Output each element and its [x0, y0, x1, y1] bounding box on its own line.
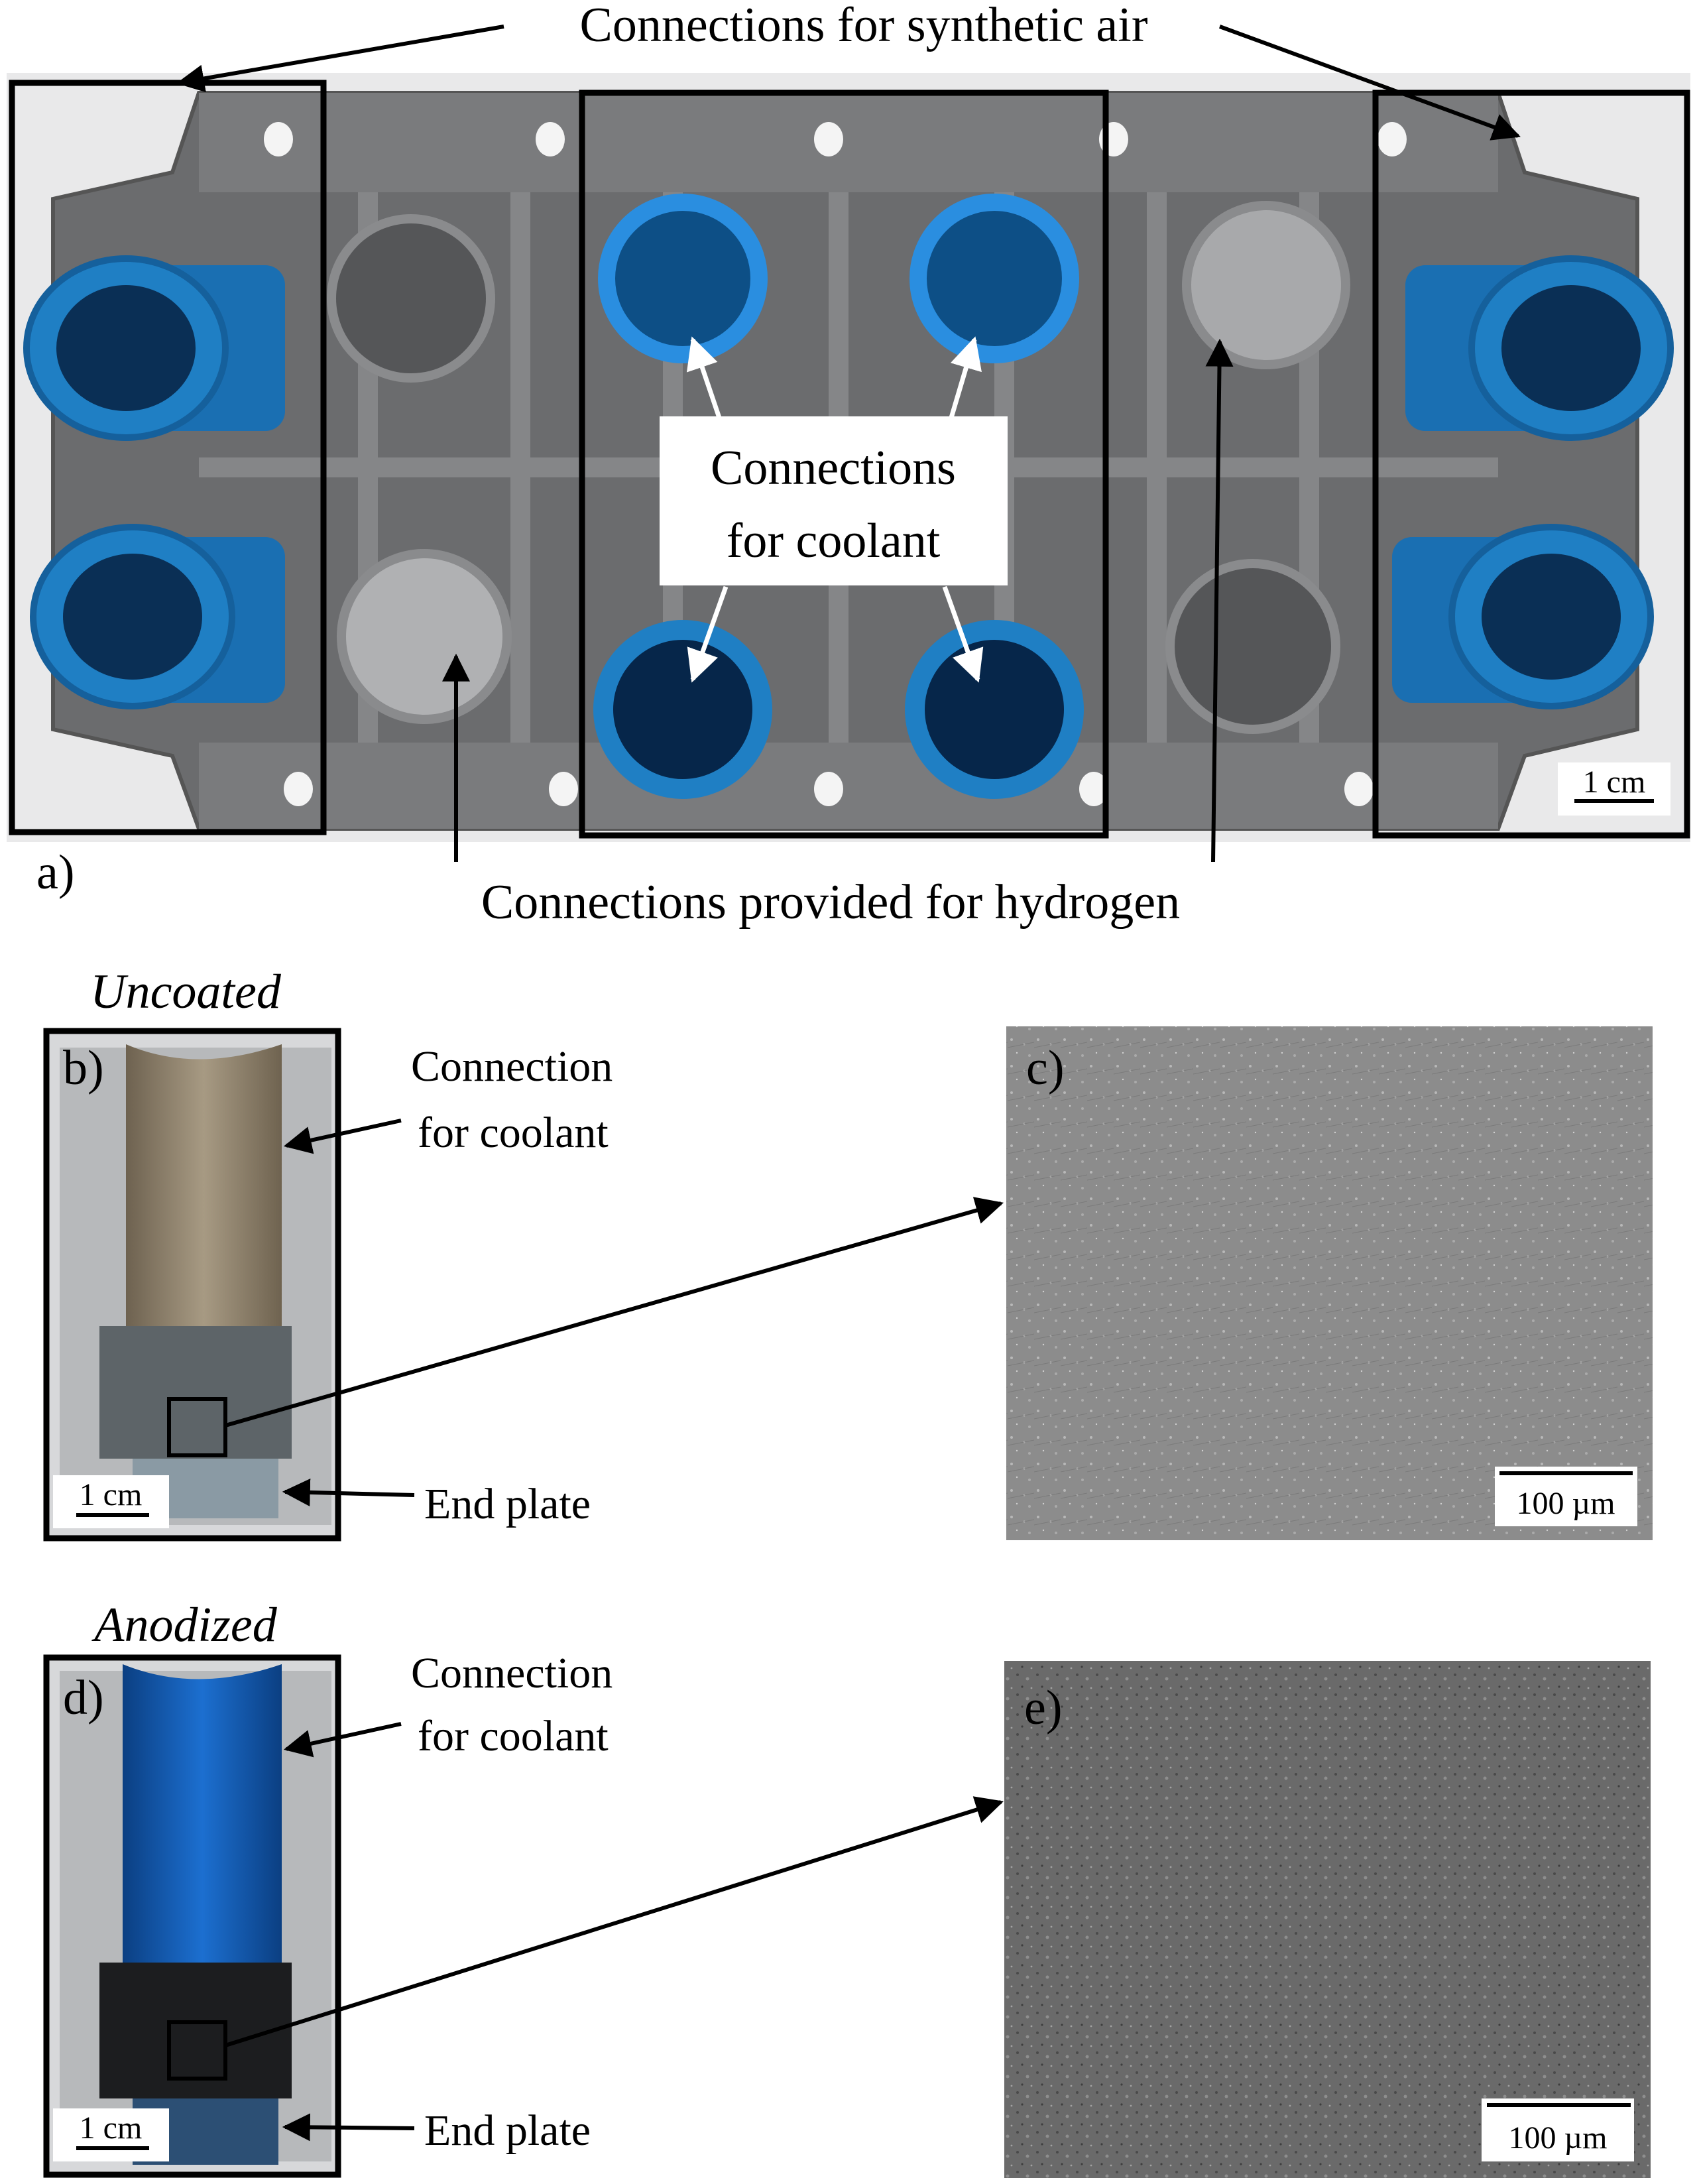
- zoom-square-d: [167, 2020, 227, 2081]
- frame-d: [43, 1654, 341, 2178]
- frame-air-left: [9, 80, 327, 835]
- panel-d-label: d): [63, 1671, 104, 1725]
- arrow-black-icon: [225, 1119, 1004, 1506]
- scale-label-a: 1 cm: [1583, 764, 1646, 800]
- panel-d-photo: 1 cm: [46, 1658, 338, 2175]
- air-fittings-right: [1392, 255, 1674, 709]
- hydrogen-label: Connections provided for hydrogen: [481, 875, 1180, 930]
- frame-coolant: [579, 90, 1109, 839]
- bolt-holes: [264, 122, 1407, 806]
- frame-b: [43, 1028, 341, 1542]
- panel-e-sem: 100 µm: [1004, 1661, 1651, 2178]
- panel-a-photo: 1 cm Connections for coolant: [7, 73, 1690, 842]
- anodized-heading: Anodized: [91, 1598, 277, 1652]
- panel-e-label: e): [1024, 1681, 1063, 1735]
- coolant-label-line2: for coolant: [727, 514, 941, 568]
- conn-coolant-b-line2: for coolant: [418, 1109, 609, 1157]
- panel-c-sem: 100 µm: [1006, 1026, 1653, 1540]
- arrow-white-icon: [686, 336, 984, 683]
- panel-a-label: a): [36, 845, 75, 900]
- panel-b-photo: 1 cm: [46, 1031, 338, 1538]
- scale-label-c: 100 µm: [1517, 1486, 1615, 1521]
- uncoated-heading: Uncoated: [90, 965, 282, 1019]
- air-fittings-left: [23, 255, 285, 709]
- coolant-fittings: [593, 194, 1084, 799]
- scale-bar-a: 1 cm: [1558, 762, 1670, 816]
- conn-coolant-b-line1: Connection: [411, 1042, 613, 1091]
- coolant-label-line1: Connections: [711, 441, 956, 495]
- arrow-black-icon: [225, 1722, 1004, 2142]
- panel-b-label: b): [63, 1041, 104, 1095]
- scale-label-b: 1 cm: [80, 1477, 143, 1512]
- arrow-black-icon: [176, 25, 1521, 863]
- scale-label-e: 100 µm: [1509, 2120, 1608, 2155]
- scale-label-d: 1 cm: [80, 2110, 143, 2146]
- panel-c-label: c): [1026, 1041, 1065, 1095]
- conn-coolant-d-line2: for coolant: [418, 1712, 609, 1760]
- end-plate-b-label: End plate: [424, 1480, 591, 1528]
- zoom-square-b: [167, 1397, 227, 1457]
- synthetic-air-label: Connections for synthetic air: [580, 0, 1148, 52]
- end-plate-d-label: End plate: [424, 2106, 591, 2155]
- frame-air-right: [1372, 90, 1690, 839]
- conn-coolant-d-line1: Connection: [411, 1649, 613, 1697]
- coolant-label-box: [660, 416, 1008, 585]
